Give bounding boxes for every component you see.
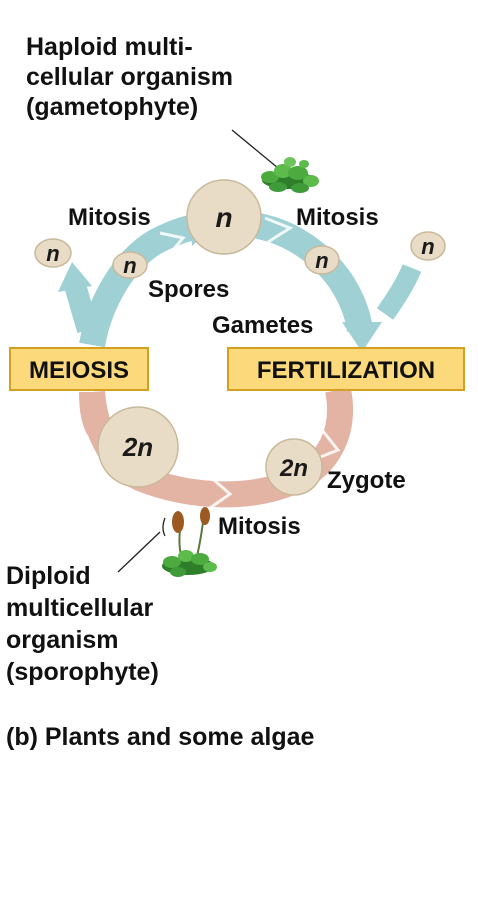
spore-cell-2: n bbox=[112, 251, 148, 279]
gamete-1-ploidy: n bbox=[315, 248, 328, 273]
spores-label: Spores bbox=[148, 276, 229, 303]
zygote-cell: 2n bbox=[265, 438, 323, 496]
spore-2-ploidy: n bbox=[123, 253, 136, 278]
mitosis-bottom-label: Mitosis bbox=[218, 513, 301, 540]
sporophyte-label-line-3: organism bbox=[6, 626, 119, 654]
gametophyte-plant-icon bbox=[261, 157, 319, 193]
sporophyte-plant-icon bbox=[162, 507, 217, 577]
haploid-organism-ploidy: n bbox=[215, 202, 232, 233]
gamete-cell-1: n bbox=[304, 245, 340, 275]
meiosis-label: MEIOSIS bbox=[29, 357, 129, 384]
gametophyte-label-line-1: Haploid multi- bbox=[26, 33, 193, 61]
gametophyte-label-line-2: cellular organism bbox=[26, 63, 233, 91]
gametes-label: Gametes bbox=[212, 312, 313, 339]
sporophyte-label-line-2: multicellular bbox=[6, 594, 154, 622]
zygote-ploidy: 2n bbox=[279, 455, 308, 482]
gametophyte-leader-line bbox=[231, 129, 279, 169]
diploid-organism-ploidy: 2n bbox=[122, 432, 153, 462]
gamete-cell-2: n bbox=[410, 231, 446, 261]
spore-cell-1: n bbox=[34, 238, 72, 268]
sporophyte-label-line-1: Diploid bbox=[6, 562, 91, 590]
mitosis-left-label: Mitosis bbox=[68, 204, 151, 231]
gamete-2-ploidy: n bbox=[421, 234, 434, 259]
meiosis-box: MEIOSIS bbox=[9, 347, 149, 391]
sporophyte-leader-line bbox=[117, 531, 161, 573]
gametophyte-label-line-3: (gametophyte) bbox=[26, 93, 198, 121]
zygote-label: Zygote bbox=[327, 467, 406, 494]
spore-1-ploidy: n bbox=[46, 241, 59, 266]
haploid-organism-cell: n bbox=[186, 179, 262, 255]
fertilization-label: FERTILIZATION bbox=[257, 357, 435, 384]
mitosis-right-label: Mitosis bbox=[296, 204, 379, 231]
fertilization-box: FERTILIZATION bbox=[227, 347, 465, 391]
diploid-organism-cell: 2n bbox=[97, 406, 179, 488]
sporophyte-label-line-4: (sporophyte) bbox=[6, 658, 159, 686]
figure-caption: (b) Plants and some algae bbox=[6, 723, 315, 751]
